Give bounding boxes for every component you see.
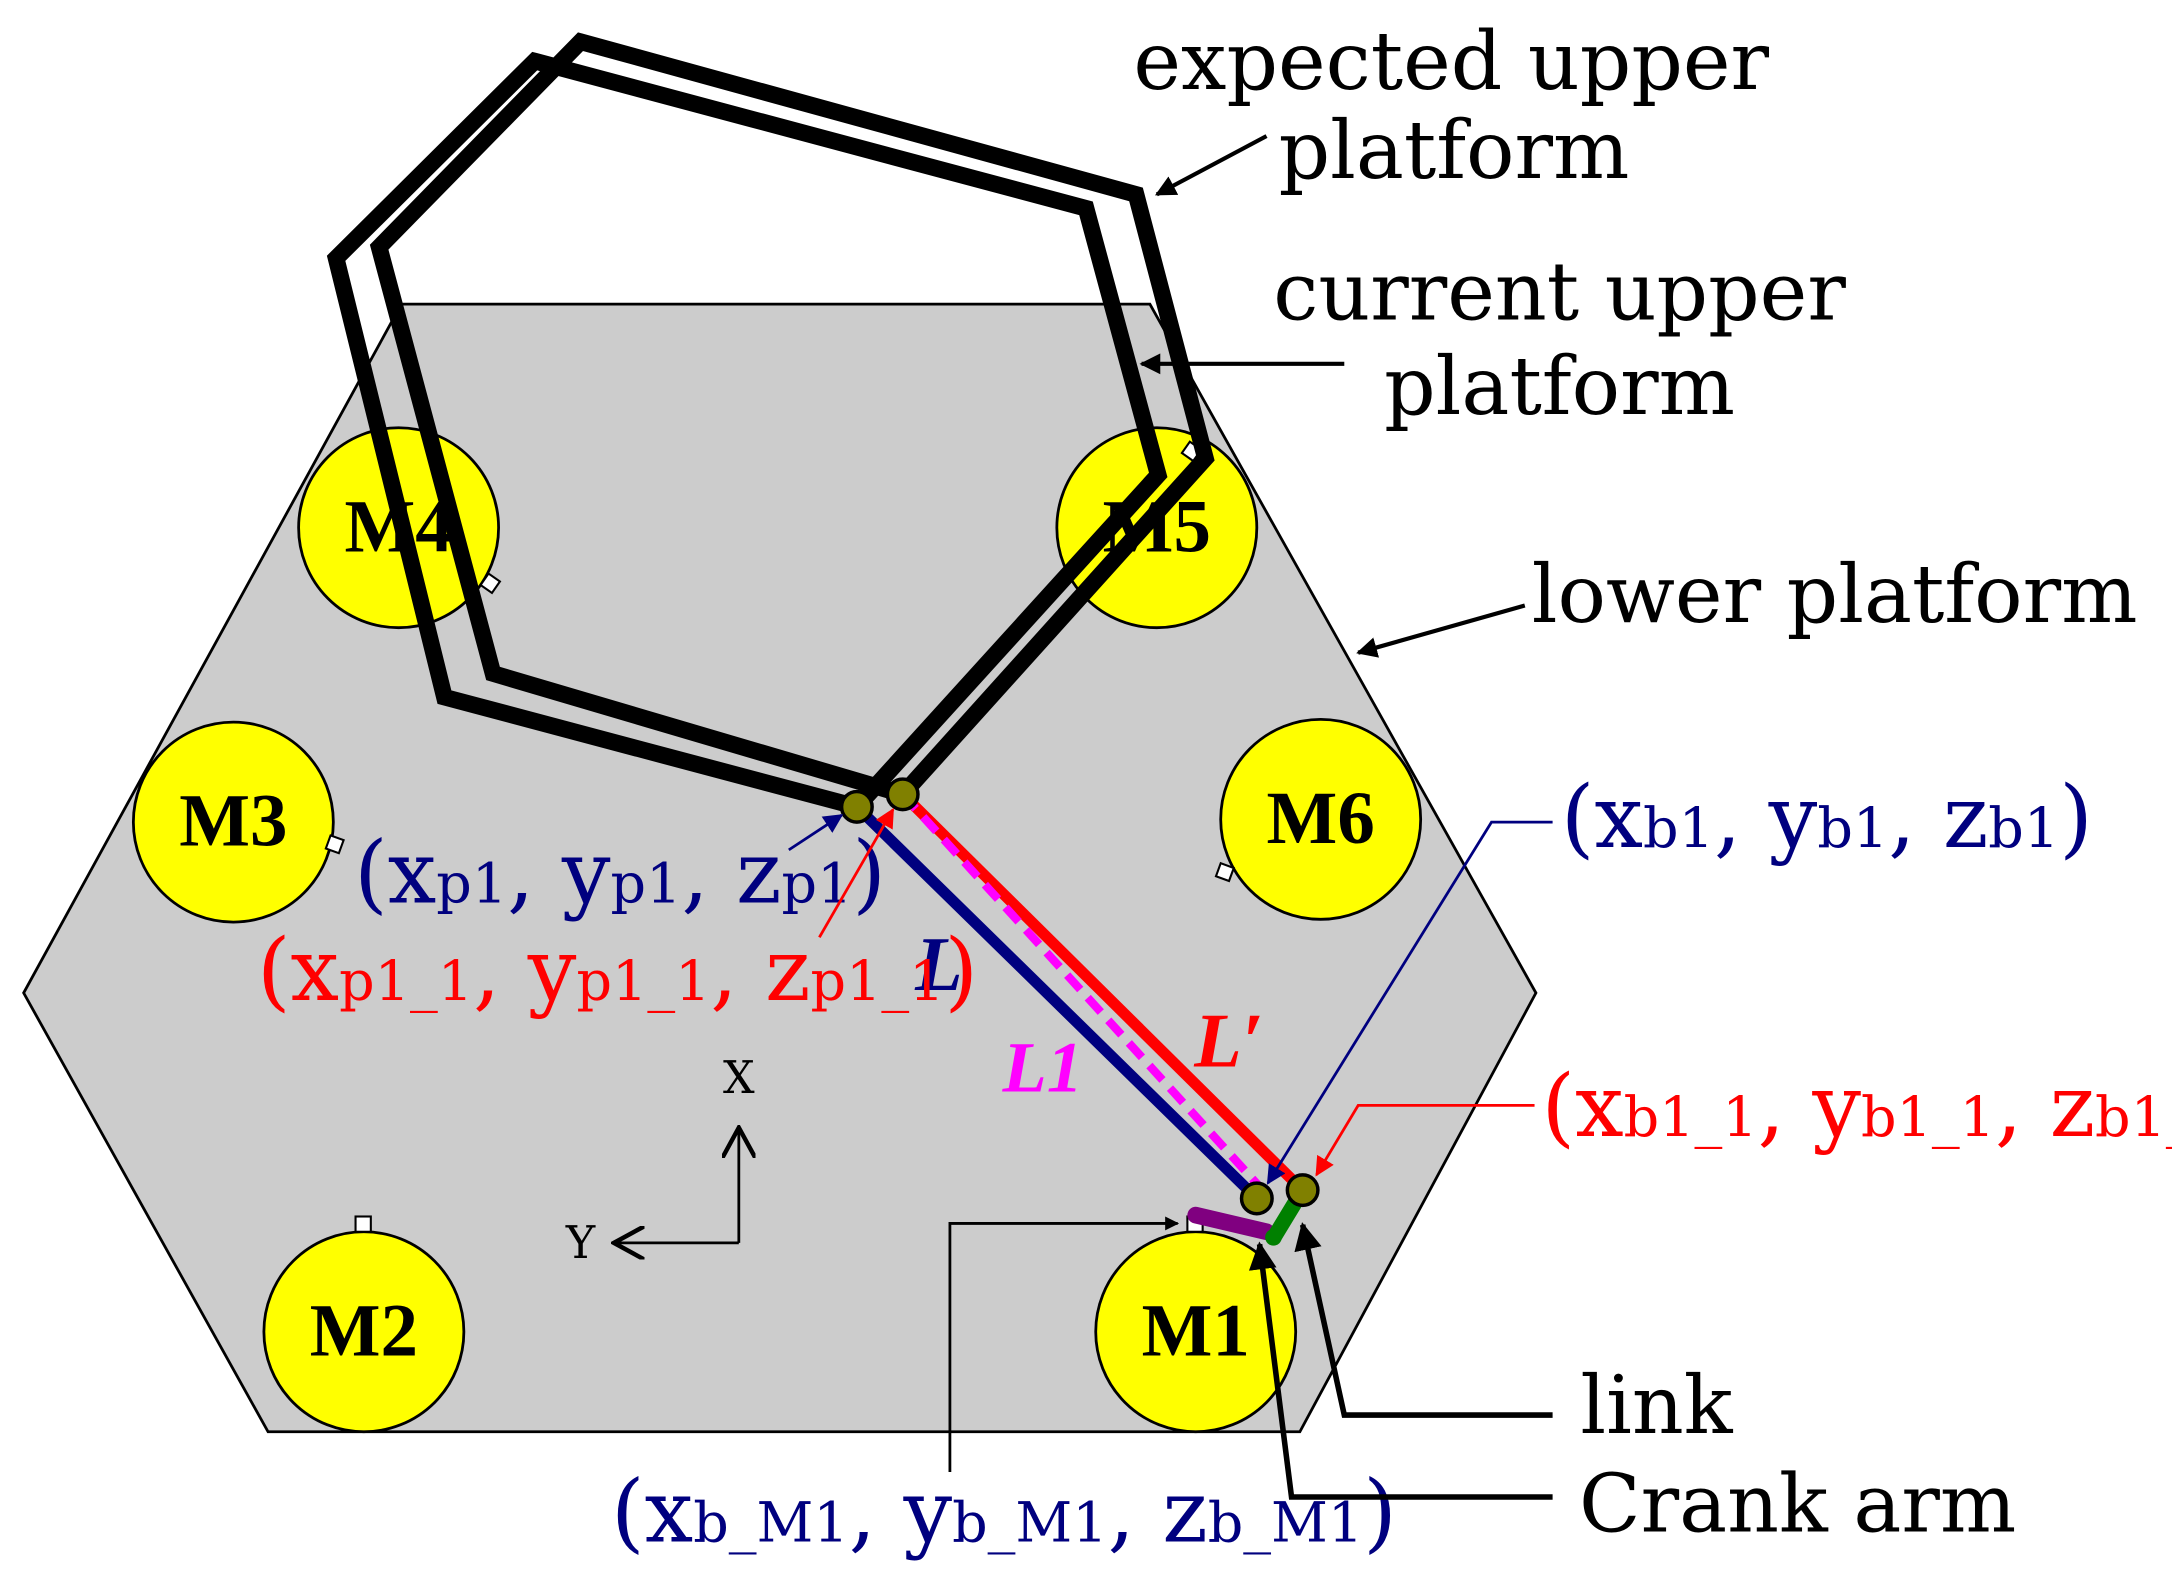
- leg-L-prime: [898, 790, 1307, 1195]
- label-L: L: [914, 921, 963, 1007]
- lower-arrow: [1356, 603, 1526, 658]
- motor-m2-label: M2: [310, 1289, 418, 1372]
- current-platform-label-2: platform: [1384, 339, 1735, 433]
- link-label: link: [1580, 1358, 1733, 1452]
- crank-arm: [1187, 1206, 1275, 1241]
- current-platform-label-1: current upper: [1273, 244, 1846, 338]
- motor-m6-label: M6: [1267, 777, 1375, 860]
- coord-b1-1: (xb1_1, yb1_1, zb1_1): [1541, 1057, 2172, 1157]
- coord-bM1: (xb_M1, yb_M1, zb_M1): [611, 1462, 1397, 1562]
- expected-platform-label-1: expected upper: [1133, 14, 1769, 108]
- joint-b1: [1239, 1181, 1274, 1216]
- motor-m6: M6: [1214, 717, 1423, 921]
- joint-p1: [839, 789, 874, 824]
- crank-arm-label: Crank arm: [1579, 1457, 2016, 1551]
- crank-arm-arrow: [1248, 1241, 1553, 1500]
- motor-m1-label: M1: [1142, 1289, 1250, 1372]
- lower-platform-label: lower platform: [1532, 547, 2138, 641]
- coord-b1-1-arrow: [1315, 1104, 1535, 1177]
- coord-b1: (xb1, yb1, zb1): [1561, 768, 2093, 868]
- expected-arrow: [1154, 134, 1268, 197]
- motor-m2: M2: [262, 1215, 466, 1434]
- joint-b1-1: [1285, 1173, 1320, 1208]
- motor-m1: M1: [1094, 1215, 1298, 1434]
- label-L-prime: L′: [1193, 998, 1263, 1084]
- motor-m3: M3: [131, 720, 345, 924]
- axis-y-label: Y: [565, 1218, 596, 1269]
- axis-x-label: X: [723, 1053, 755, 1104]
- expected-platform-label-2: platform: [1279, 103, 1630, 197]
- link-arrow: [1294, 1222, 1553, 1418]
- link-joint: [1265, 1228, 1282, 1246]
- coord-b1-arrow: [1266, 820, 1553, 1185]
- label-L1: L1: [1002, 1028, 1083, 1108]
- coord-bM1-arrow: [948, 1216, 1180, 1473]
- joint-p1-1: [885, 777, 920, 812]
- motor-m3-label: M3: [179, 780, 287, 863]
- coordinate-axes: X Y: [565, 1053, 755, 1269]
- coord-p1-1-arrow: [818, 807, 895, 939]
- leg-L: [852, 802, 1261, 1203]
- coord-p1-arrow: [788, 814, 844, 852]
